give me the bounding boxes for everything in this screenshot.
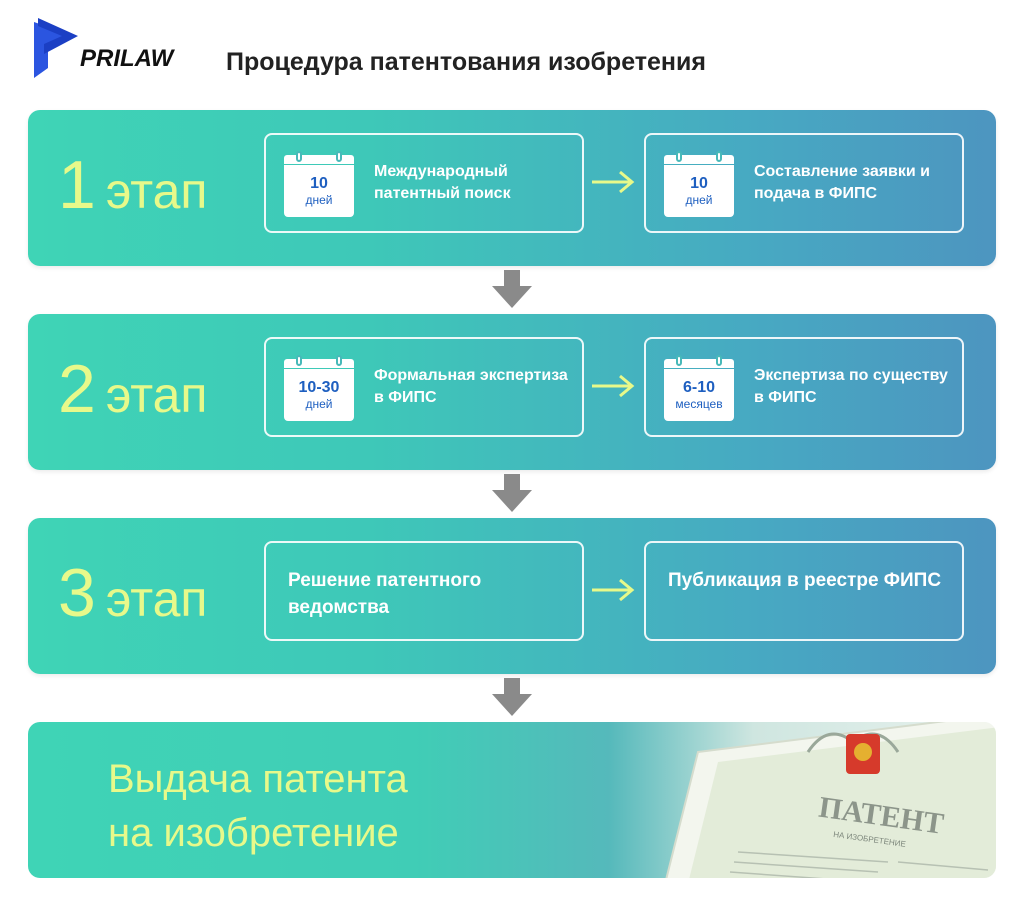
arrow-right-icon — [590, 170, 636, 194]
stage-3: 3 этап Решение патентного ведомства Публ… — [28, 518, 996, 674]
step-text: Формальная экспертиза в ФИПС — [374, 365, 582, 409]
step-text: Экспертиза по существу в ФИПС — [754, 365, 962, 409]
stage-word: этап — [106, 162, 208, 220]
stage-number: 1 — [58, 146, 96, 224]
arrow-right-icon — [590, 374, 636, 398]
duration-value: 10-30 — [299, 379, 340, 397]
stage-3-label: 3 этап — [58, 554, 207, 632]
step-patent-office-decision: Решение патентного ведомства — [264, 541, 584, 641]
step-text: Публикация в реестре ФИПС — [668, 567, 948, 594]
patent-document-image: ПАТЕНТ НА ИЗОБРЕТЕНИЕ — [658, 722, 996, 878]
stage-2: 2 этап 10-30 дней Формальная экспертиза … — [28, 314, 996, 470]
page-title: Процедура патентования изобретения — [226, 48, 706, 77]
calendar-icon: 10 дней — [664, 151, 734, 217]
stage-word: этап — [106, 366, 208, 424]
step-text: Решение патентного ведомства — [288, 567, 568, 621]
arrow-down-icon — [490, 678, 534, 718]
step-text: Составление заявки и подача в ФИПС — [754, 161, 962, 205]
duration-value: 6-10 — [683, 379, 715, 397]
stage-number: 3 — [58, 554, 96, 632]
stage-2-label: 2 этап — [58, 350, 207, 428]
prilaw-logo: PRILAW — [34, 18, 184, 84]
step-international-search: 10 дней Международный патентный поиск — [264, 133, 584, 233]
duration-value: 10 — [690, 175, 708, 193]
step-substantive-examination: 6-10 месяцев Экспертиза по существу в ФИ… — [644, 337, 964, 437]
arrow-down-icon — [490, 270, 534, 310]
stage-word: этап — [106, 570, 208, 628]
duration-unit: месяцев — [675, 397, 722, 411]
step-formal-examination: 10-30 дней Формальная экспертиза в ФИПС — [264, 337, 584, 437]
step-text: Международный патентный поиск — [374, 161, 582, 205]
calendar-icon: 10-30 дней — [284, 355, 354, 421]
duration-unit: дней — [305, 193, 332, 207]
stage-1-label: 1 этап — [58, 146, 207, 224]
final-text: Выдача патента на изобретение — [108, 752, 408, 860]
calendar-icon: 6-10 месяцев — [664, 355, 734, 421]
arrow-right-icon — [590, 578, 636, 602]
calendar-icon: 10 дней — [284, 151, 354, 217]
stage-number: 2 — [58, 350, 96, 428]
duration-unit: дней — [685, 193, 712, 207]
stage-1: 1 этап 10 дней Международный патентный п… — [28, 110, 996, 266]
step-application-filing: 10 дней Составление заявки и подача в ФИ… — [644, 133, 964, 233]
logo-text: PRILAW — [80, 45, 176, 72]
final-patent-issuance: Выдача патента на изобретение ПАТЕНТ НА … — [28, 722, 996, 878]
final-line-1: Выдача патента — [108, 752, 408, 806]
arrow-down-icon — [490, 474, 534, 514]
step-registry-publication: Публикация в реестре ФИПС — [644, 541, 964, 641]
duration-unit: дней — [305, 397, 332, 411]
final-line-2: на изобретение — [108, 806, 408, 860]
duration-value: 10 — [310, 175, 328, 193]
